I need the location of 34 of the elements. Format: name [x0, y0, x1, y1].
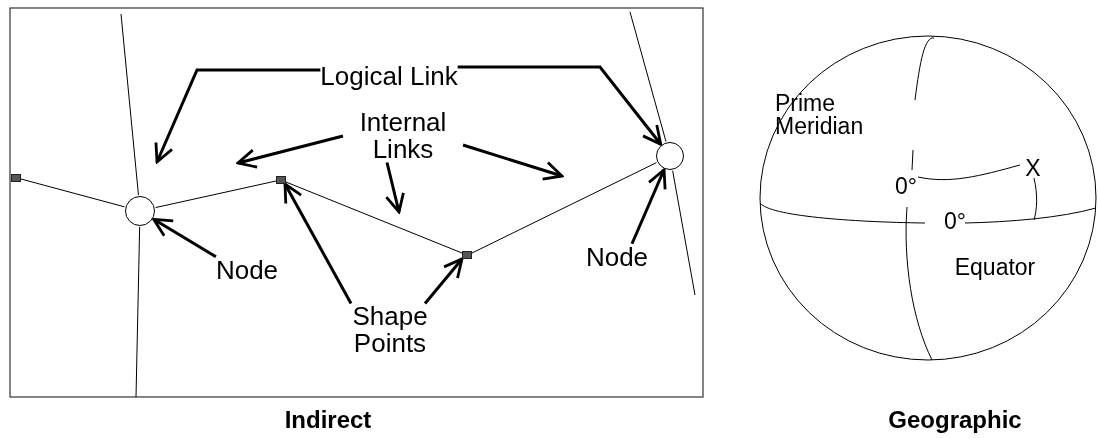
- leader-arrow: [462, 143, 564, 181]
- link-line: [629, 11, 667, 143]
- panel-title: Geographic: [888, 407, 1022, 433]
- callout-label: Internal Links: [343, 109, 463, 163]
- point-label: X: [1025, 157, 1041, 181]
- callout-label: Node: [585, 243, 649, 271]
- shape-point-marker: [462, 251, 472, 259]
- link-line: [20, 178, 126, 208]
- callout-label: Node: [215, 256, 279, 284]
- callout-label: Shape Points: [330, 303, 450, 357]
- leader-arrow: [630, 168, 667, 245]
- callout-label: Logical Link: [320, 62, 458, 90]
- angle-label: 0°: [944, 210, 966, 234]
- leader-arrow: [152, 217, 217, 259]
- meridian-label: Prime Meridian: [775, 91, 865, 139]
- shape-point-marker: [276, 176, 286, 184]
- leader-arrow: [154, 68, 321, 164]
- leader-arrow: [384, 162, 405, 214]
- leader-arrow: [283, 182, 353, 305]
- link-line: [155, 180, 277, 209]
- leader-arrow: [457, 65, 663, 146]
- link-line: [672, 170, 696, 296]
- panel-title: Indirect: [284, 407, 372, 433]
- link-line: [285, 181, 463, 254]
- link-line: [135, 226, 141, 398]
- link-line: [471, 162, 658, 254]
- equator-label: Equator: [954, 256, 1036, 280]
- shape-point-marker: [11, 174, 21, 182]
- angle-label: 0°: [895, 175, 917, 199]
- leader-arrow: [236, 134, 344, 169]
- leader-arrow: [423, 257, 464, 305]
- node-circle: [125, 196, 155, 226]
- node-circle: [656, 142, 684, 170]
- link-line: [120, 13, 139, 196]
